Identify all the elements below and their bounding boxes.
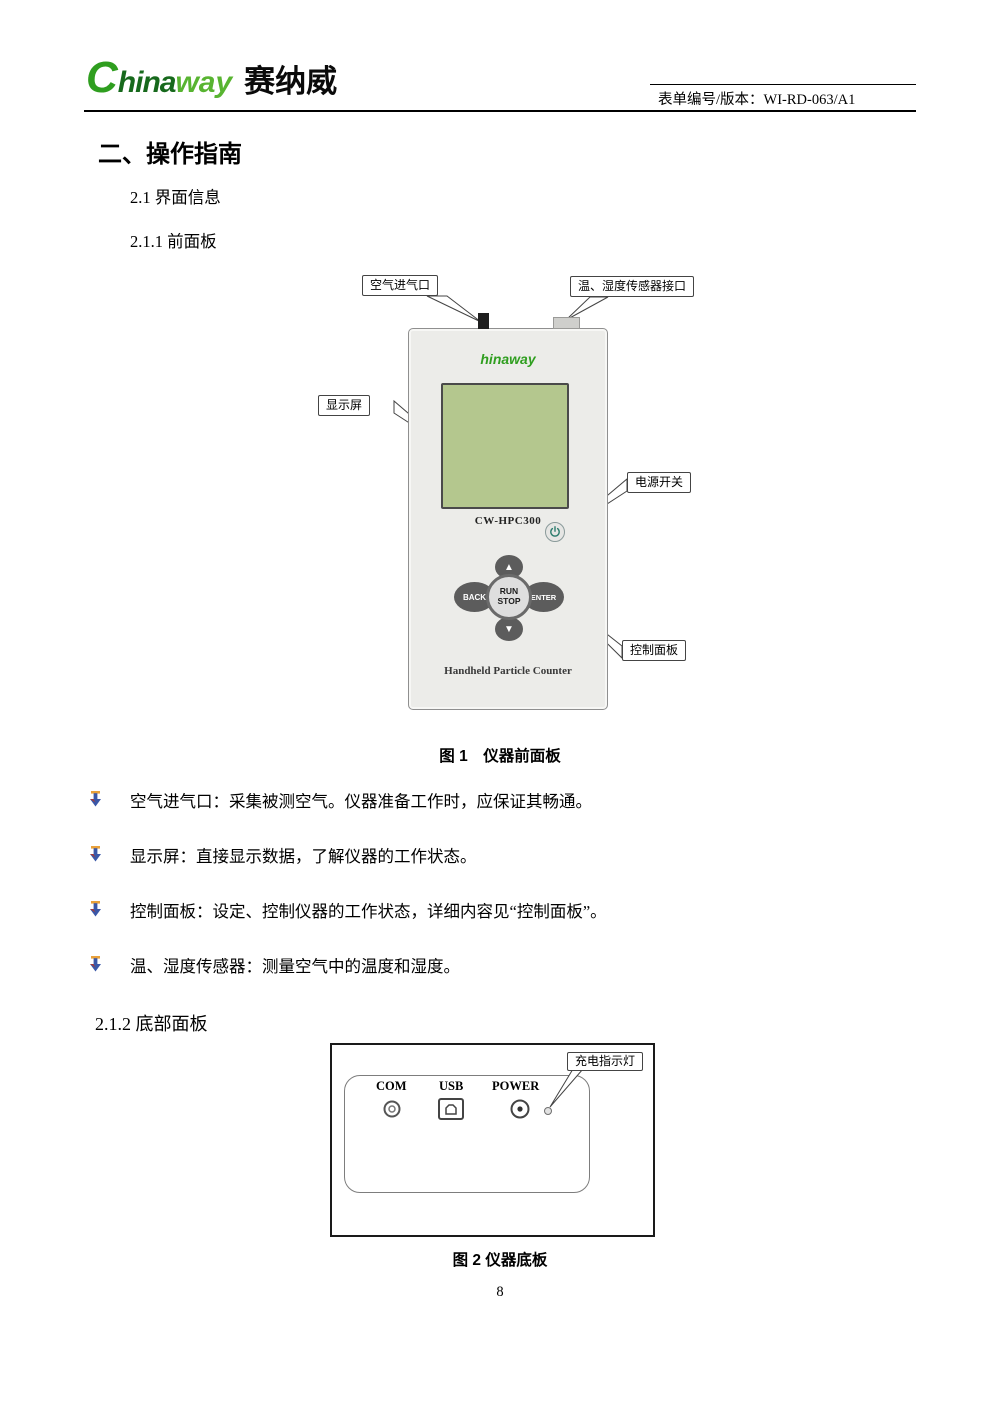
- figure-2-bottom-panel: COM USB POWER 充电指示灯: [330, 1043, 655, 1237]
- com-port-icon: [383, 1100, 401, 1118]
- callout-charge-indicator: 充电指示灯: [567, 1052, 644, 1071]
- logo-hina-text: hina: [117, 66, 177, 99]
- stop-label: STOP: [497, 596, 521, 606]
- subsection-2-1-2: 2.1.2 底部面板: [95, 1014, 208, 1034]
- callout-control-panel: 控制面板: [622, 640, 687, 661]
- subsection-2-1-1: 2.1.1 前面板: [130, 232, 217, 251]
- power-port-label: POWER: [492, 1079, 540, 1093]
- leader-air-inlet: [426, 295, 482, 323]
- down-arrow-bullet-icon: [90, 956, 101, 972]
- logo-chinese-name: 赛纳威: [244, 64, 338, 99]
- doc-number: 表单编号/版本：WI-RD-063/A1: [658, 92, 856, 108]
- callout-air-inlet: 空气进气口: [362, 275, 439, 296]
- list-item: 控制面板：设定、控制仪器的工作状态，详细内容见“控制面板”。: [88, 898, 607, 922]
- page-number: 8: [496, 1284, 504, 1300]
- down-arrow-bullet-icon: [90, 846, 101, 862]
- run-label: RUN: [499, 586, 519, 597]
- usb-port-icon: [438, 1098, 464, 1120]
- logo-way-text: way: [175, 66, 233, 99]
- callout-power-switch: 电源开关: [627, 472, 692, 493]
- air-inlet-nozzle: [478, 313, 489, 329]
- figure-2-caption: 图 2 仪器底板: [452, 1252, 548, 1269]
- header-rule-top: [650, 84, 916, 85]
- power-jack-icon: [510, 1099, 530, 1119]
- device-footer-text: Handheld Particle Counter: [444, 665, 572, 677]
- down-arrow-button: ▼: [495, 617, 523, 641]
- subsection-2-1: 2.1 界面信息: [130, 188, 221, 207]
- logo-c-glyph: C: [86, 53, 118, 102]
- list-item-text: 温、湿度传感器：测量空气中的温度和湿度。: [130, 957, 460, 976]
- bottom-panel-outline: [344, 1075, 590, 1193]
- com-port-label: COM: [376, 1079, 407, 1093]
- list-item-text: 显示屏：直接显示数据，了解仪器的工作状态。: [130, 847, 477, 866]
- run-stop-button: RUN STOP: [486, 574, 532, 620]
- list-item: 温、湿度传感器：测量空气中的温度和湿度。: [88, 953, 460, 977]
- device-body: hinaway CW-HPC300 ▲ BACK RUN STOP ENTER …: [408, 313, 608, 710]
- charge-led: [544, 1107, 552, 1115]
- figure-1-front-panel: 空气进气口 温、湿度传感器接口 显示屏 电源开关 控制面板 hinaway CW…: [0, 262, 1000, 740]
- device-model: CW-HPC300: [474, 515, 542, 527]
- callout-display: 显示屏: [318, 395, 371, 416]
- list-item-text: 空气进气口：采集被测空气。仪器准备工作时，应保证其畅通。: [130, 792, 592, 811]
- callout-leader-lines: [549, 1068, 585, 1108]
- list-item: 显示屏：直接显示数据，了解仪器的工作状态。: [88, 843, 477, 867]
- list-item-text: 控制面板：设定、控制仪器的工作状态，详细内容见“控制面板”。: [130, 902, 607, 921]
- sensor-jack: [553, 317, 580, 329]
- leader-sensor-port: [565, 296, 609, 321]
- usb-port-label: USB: [439, 1079, 464, 1093]
- section-title: 二、操作指南: [98, 141, 242, 168]
- list-item: 空气进气口：采集被测空气。仪器准备工作时，应保证其畅通。: [88, 788, 592, 812]
- header-rule-main: [84, 110, 916, 112]
- callout-sensor-port: 温、湿度传感器接口: [570, 276, 695, 297]
- power-button: [545, 522, 565, 542]
- down-arrow-bullet-icon: [90, 901, 101, 917]
- device-display-screen: [441, 383, 569, 509]
- power-icon: [550, 526, 560, 537]
- figure-1-caption: 图 1 仪器前面板: [439, 748, 561, 765]
- leader-charge-indicator: [549, 1068, 585, 1108]
- down-arrow-bullet-icon: [90, 791, 101, 807]
- device-brand: hinaway: [480, 351, 536, 367]
